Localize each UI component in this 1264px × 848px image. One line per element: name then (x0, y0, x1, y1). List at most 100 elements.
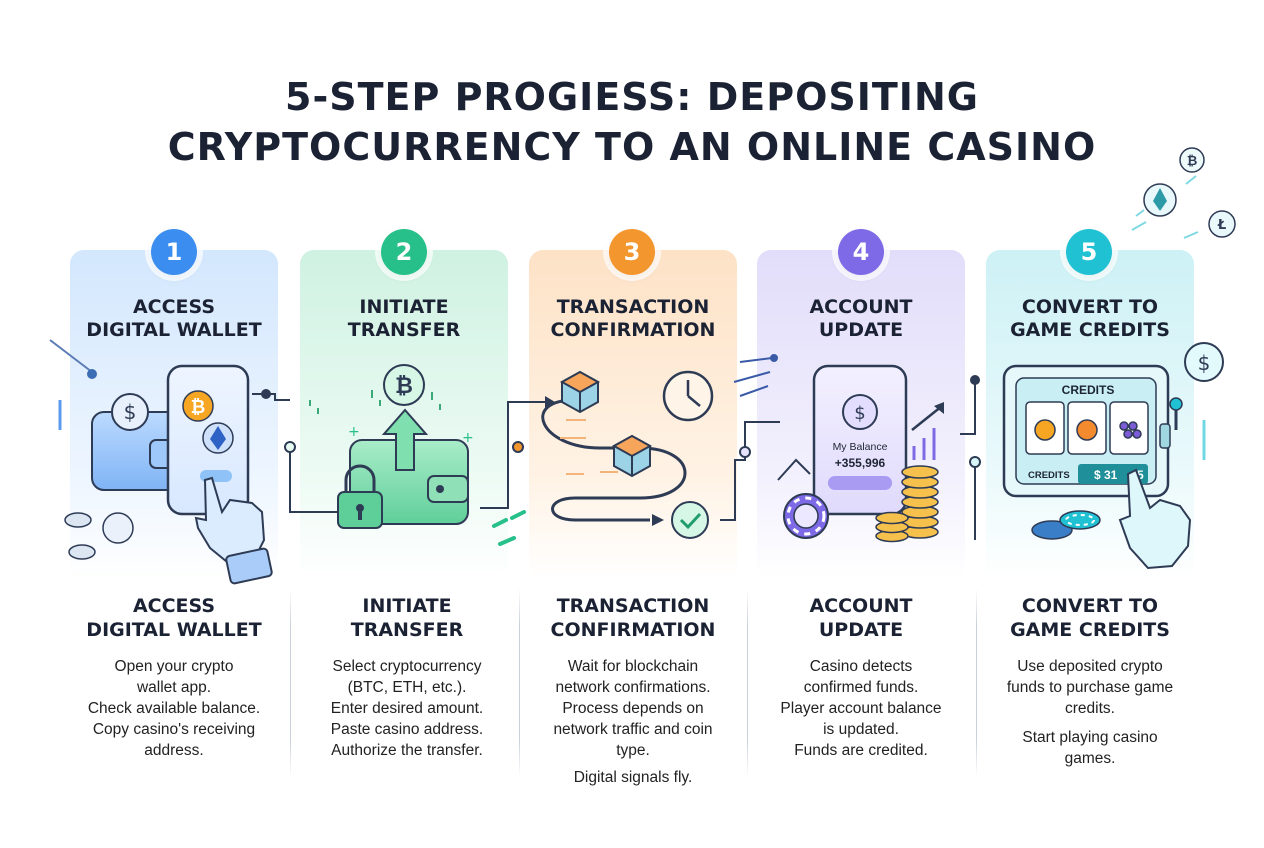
cube-icon (611, 434, 653, 478)
step-2-description: INITIATE TRANSFER Select cryptocurrency … (293, 594, 521, 761)
signal-dot (87, 369, 97, 379)
step-2-line: Enter desired amount. (330, 700, 484, 717)
blockchain-path (541, 398, 687, 522)
step-4-number-badge: 4 (838, 229, 884, 275)
svg-text:+: + (462, 430, 474, 446)
signal-line (49, 339, 93, 373)
svg-text:₿: ₿ (395, 374, 413, 399)
upload-arrow-icon (381, 408, 429, 471)
step-2-heading: INITIATE TRANSFER (350, 595, 464, 641)
coins-icon (64, 512, 134, 560)
bitcoin-icon: ₿ (1179, 147, 1205, 173)
step-3-description: TRANSACTION CONFIRMATION Wait for blockc… (519, 594, 747, 788)
step-1-line: Copy casino's receiving (92, 721, 256, 738)
balance-value: +355,996 (835, 456, 886, 470)
step-3-heading: TRANSACTION CONFIRMATION (550, 595, 716, 641)
slot-credits-label: CREDITS (1028, 470, 1070, 481)
cube-icon (559, 370, 601, 414)
slot-header: CREDITS (1062, 383, 1115, 397)
step-5-line: credits. (1065, 700, 1115, 717)
signal-dashes (492, 510, 526, 546)
step-2-line: Paste casino address. (330, 721, 484, 738)
ethereum-icon (1143, 183, 1177, 217)
slot-credits-value-tail: 5 (1137, 468, 1144, 482)
litecoin-icon: Ł (1208, 210, 1236, 238)
balance-label: My Balance (833, 441, 888, 453)
step-4-heading: ACCOUNT UPDATE (809, 595, 913, 641)
flow-connectors (252, 375, 981, 540)
step-2-number-badge: 2 (381, 229, 427, 275)
step-5-illustration: CREDITS CREDITS $ 31 5 $ (1002, 147, 1236, 570)
step-5-line: Use deposited crypto (1017, 658, 1163, 675)
svg-text:$: $ (124, 400, 137, 424)
step-4-line: is updated. (823, 721, 899, 738)
step-2-line: Authorize the transfer. (331, 742, 483, 759)
casino-chip-icon (783, 493, 829, 539)
step-1-line: Open your crypto (114, 658, 234, 675)
svg-text:₿: ₿ (1187, 154, 1198, 169)
dollar-coin-icon: $ (842, 394, 878, 430)
step-5-line: funds to purchase game (1006, 679, 1174, 696)
dollar-coin-icon: $ (111, 393, 149, 431)
step-4-card-title: ACCOUNT UPDATE (809, 296, 913, 341)
svg-text:$: $ (854, 403, 865, 424)
ethereum-icon (202, 422, 234, 454)
checkmark-icon (671, 501, 709, 539)
svg-text:₿: ₿ (191, 397, 206, 418)
step-3-line: Digital signals fly. (573, 769, 693, 786)
title-line-2: CRYPTOCURRENCY TO AN ONLINE CASINO (167, 125, 1097, 169)
coin-stack-icon (875, 465, 939, 543)
dollar-coin-icon: $ (1184, 342, 1224, 382)
step-2-line: Select cryptocurrency (332, 658, 482, 675)
svg-text:$: $ (1198, 351, 1211, 375)
svg-text:+: + (348, 424, 360, 440)
step-3-number-badge: 3 (609, 229, 655, 275)
step-1-line: address. (144, 742, 204, 759)
column-divider (519, 588, 520, 778)
step-1-number-badge: 1 (151, 229, 197, 275)
step-5-number-badge: 5 (1066, 229, 1112, 275)
step-3-line: network traffic and coin (553, 721, 713, 738)
pointing-hand-icon (1118, 468, 1192, 570)
step-4-line: Casino detects (809, 658, 913, 675)
title-line-1: 5-STEP PROGIESS: DEPOSITING (285, 75, 979, 119)
step-5-heading: CONVERT TO GAME CREDITS (1010, 595, 1170, 641)
column-divider (290, 588, 291, 778)
step-1-heading: ACCESS DIGITAL WALLET (86, 595, 262, 641)
phone-icon (812, 364, 908, 516)
bitcoin-icon: ₿ (383, 364, 425, 406)
slot-lever-icon (1159, 397, 1183, 449)
step-3-illustration (541, 370, 714, 539)
column-divider (747, 588, 748, 778)
step-3-line: network confirmations. (555, 679, 711, 696)
bitcoin-icon: ₿ (182, 390, 214, 422)
signal-lines (733, 354, 778, 397)
step-1-illustration: $ ₿ (49, 339, 273, 585)
step-5-description: CONVERT TO GAME CREDITS Use deposited cr… (976, 594, 1204, 769)
step-4-description: ACCOUNT UPDATE Casino detects confirmed … (747, 594, 975, 761)
step-3-line: Wait for blockchain (567, 658, 699, 675)
clock-icon (662, 370, 714, 422)
padlock-icon (337, 464, 383, 529)
step-4-line: confirmed funds. (803, 679, 919, 696)
step-3-line: Process depends on (562, 700, 704, 717)
trend-arrow-icon (911, 402, 944, 460)
casino-chip-icon (1031, 510, 1101, 540)
step-5-card-title: CONVERT TO GAME CREDITS (1010, 296, 1170, 341)
step-2-illustration: ₿ + + (309, 364, 526, 546)
step-2-card-title: INITIATE TRANSFER (347, 296, 461, 341)
page-title: 5-STEP PROGIESS: DEPOSITING CRYPTOCURREN… (0, 72, 1264, 172)
step-5-line: games. (1064, 750, 1116, 767)
slot-reels (1025, 401, 1149, 455)
step-1-line: Check available balance. (87, 700, 261, 717)
step-4-line: Player account balance (780, 700, 942, 717)
slot-credits-value: $ 31 (1094, 468, 1118, 482)
step-4-line: Funds are credited. (794, 742, 928, 759)
step-2-line: (BTC, ETH, etc.). (347, 679, 467, 696)
column-divider (976, 588, 977, 778)
step-5-line: Start playing casino (1022, 729, 1158, 746)
step-4-illustration: $ My Balance +355,996 (733, 354, 944, 543)
step-1-line: wallet app. (136, 679, 212, 696)
svg-text:Ł: Ł (1217, 218, 1226, 233)
